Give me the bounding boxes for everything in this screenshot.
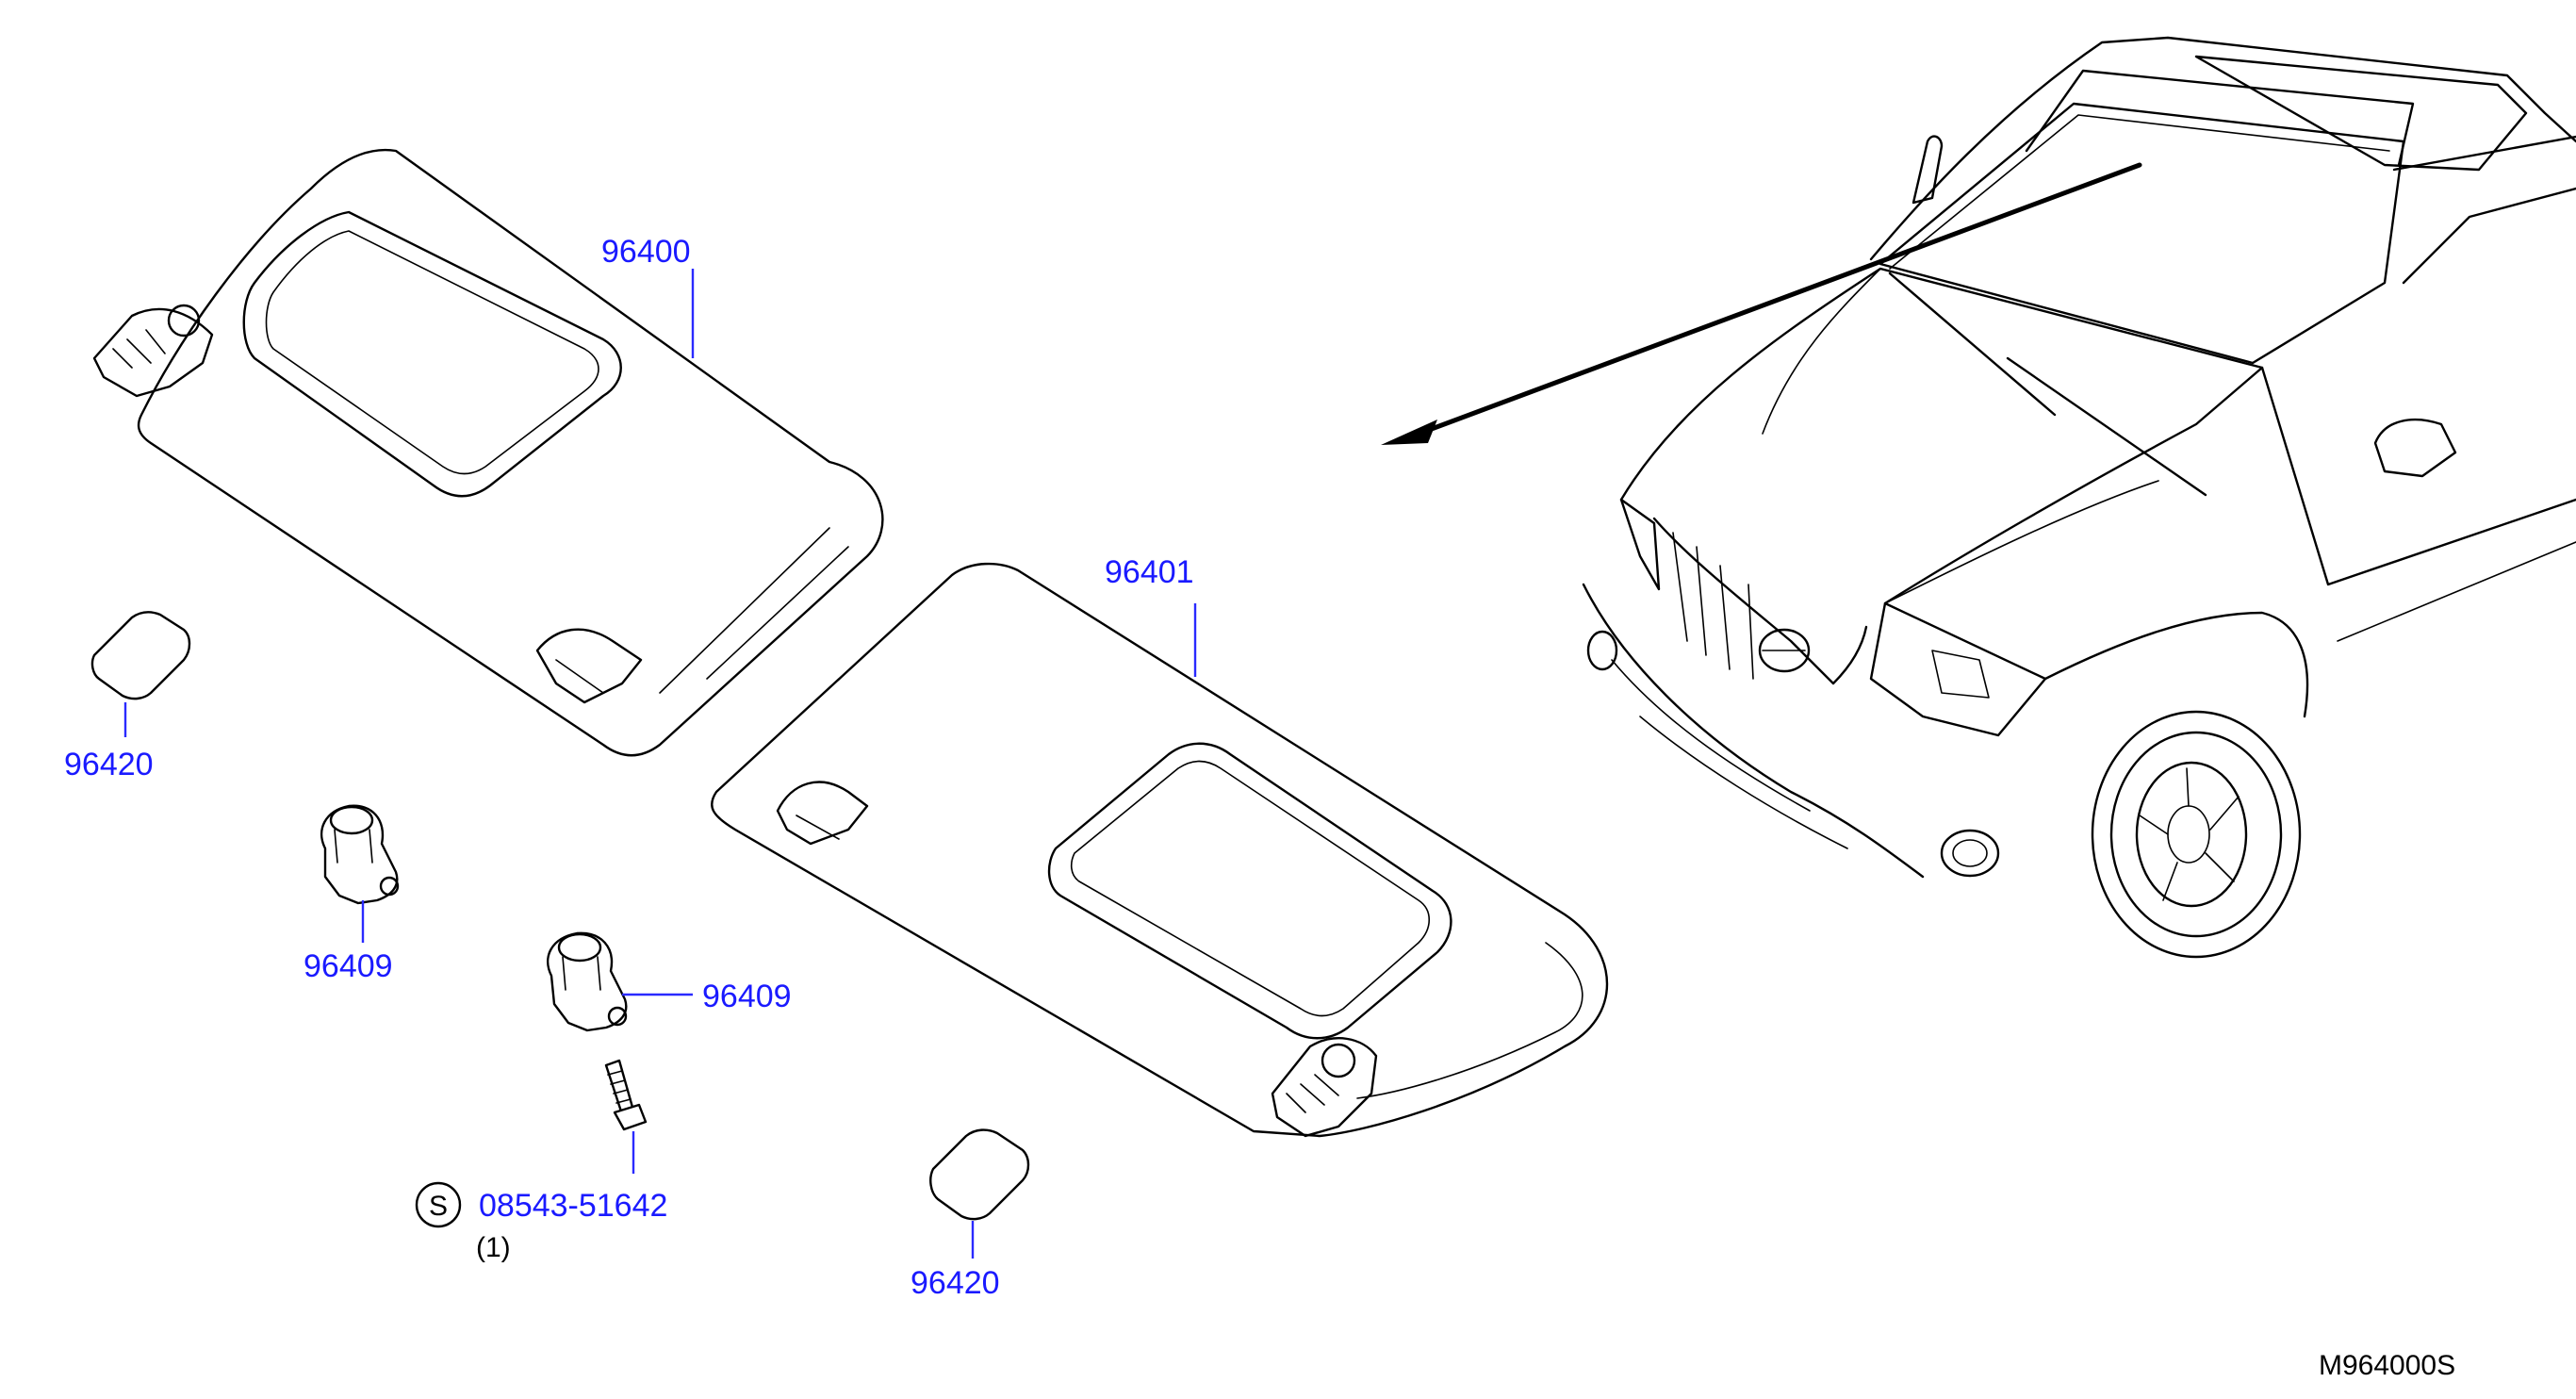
visor-cover-left[interactable] bbox=[90, 611, 191, 700]
screw-symbol: S bbox=[429, 1191, 448, 1222]
sun-visor-lower[interactable] bbox=[711, 562, 1609, 1138]
visor-cover-bottom[interactable] bbox=[929, 1128, 1030, 1221]
vehicle-illustration bbox=[1381, 36, 2576, 959]
visor-holder-left[interactable] bbox=[320, 804, 400, 905]
sun-visor-upper[interactable] bbox=[92, 148, 884, 757]
callout-96409-left[interactable]: 96409 bbox=[304, 948, 393, 984]
callout-96400[interactable]: 96400 bbox=[601, 234, 691, 270]
callout-96409-mid[interactable]: 96409 bbox=[702, 979, 792, 1014]
screw-symbol-circle bbox=[415, 1181, 462, 1228]
callout-96420-bottom[interactable]: 96420 bbox=[911, 1265, 1000, 1301]
figure-code: M964000S bbox=[2319, 1350, 2455, 1381]
screw[interactable] bbox=[604, 1059, 648, 1131]
screw-quantity: (1) bbox=[476, 1232, 511, 1263]
visor-holder-mid[interactable] bbox=[547, 931, 628, 1032]
callout-08543-51642[interactable]: 08543-51642 bbox=[479, 1188, 667, 1224]
callout-96420-left[interactable]: 96420 bbox=[64, 747, 154, 782]
callout-96401[interactable]: 96401 bbox=[1105, 554, 1194, 590]
